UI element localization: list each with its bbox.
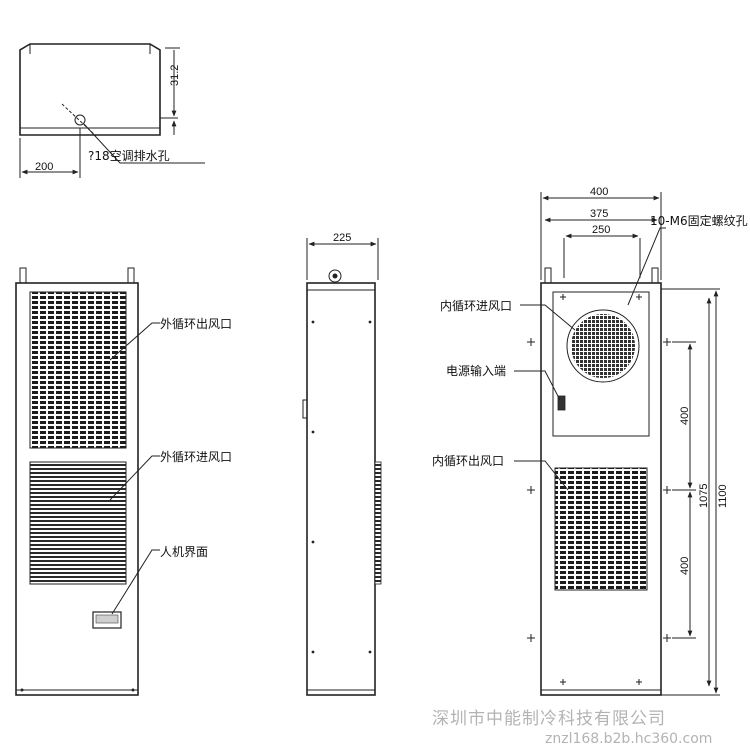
watermark-company: 深圳市中能制冷科技有限公司 xyxy=(432,709,666,729)
outer-outlet-grille xyxy=(29,291,127,449)
back-dim-400: 400 xyxy=(590,186,608,198)
back-dim-250: 250 xyxy=(592,224,610,236)
mount-holes-label: 10-M6固定螺纹孔 xyxy=(650,213,748,228)
outer-inlet-label: 外循环进风口 xyxy=(160,450,232,464)
top-view-outline xyxy=(19,43,161,136)
top-width-dim: 200 xyxy=(35,161,53,173)
top-height-dim: 31.2 xyxy=(169,65,181,86)
front-cabinet-body xyxy=(15,282,139,696)
side-view xyxy=(302,238,382,696)
inner-fan-icon xyxy=(571,314,635,378)
back-inner-panel xyxy=(552,291,650,437)
back-dim-1075: 1075 xyxy=(698,484,710,508)
back-dim-1100: 1100 xyxy=(717,484,729,508)
side-fitting-icon xyxy=(328,269,342,283)
side-cabinet-body xyxy=(306,282,376,696)
back-cabinet-body xyxy=(540,282,662,696)
inner-outlet-label: 内循环出风口 xyxy=(432,454,504,468)
hmi-label: 人机界面 xyxy=(160,545,208,559)
power-input-label: 电源输入端 xyxy=(446,363,506,378)
back-dim-v-400-top: 400 xyxy=(679,407,691,425)
back-dim-375: 375 xyxy=(590,208,608,220)
inner-inlet-label: 内循环进风口 xyxy=(440,299,512,313)
back-dim-v-400-bottom: 400 xyxy=(679,557,691,575)
outer-inlet-louver xyxy=(29,461,127,585)
front-view xyxy=(15,267,160,696)
inner-outlet-grille xyxy=(554,467,648,591)
mount-hole-marks xyxy=(527,294,671,685)
back-view xyxy=(514,192,720,696)
side-depth-dim: 225 xyxy=(333,232,351,244)
inner-fan-ring xyxy=(566,309,640,383)
drain-hole-icon xyxy=(74,114,86,126)
drain-hole-label: ?18空调排水孔 xyxy=(88,149,170,163)
top-view xyxy=(19,43,205,178)
outer-outlet-label: 外循环出风口 xyxy=(160,317,232,331)
power-terminal-icon xyxy=(557,395,566,411)
watermark-site: znzl168.b2b.hc360.com xyxy=(545,731,712,747)
